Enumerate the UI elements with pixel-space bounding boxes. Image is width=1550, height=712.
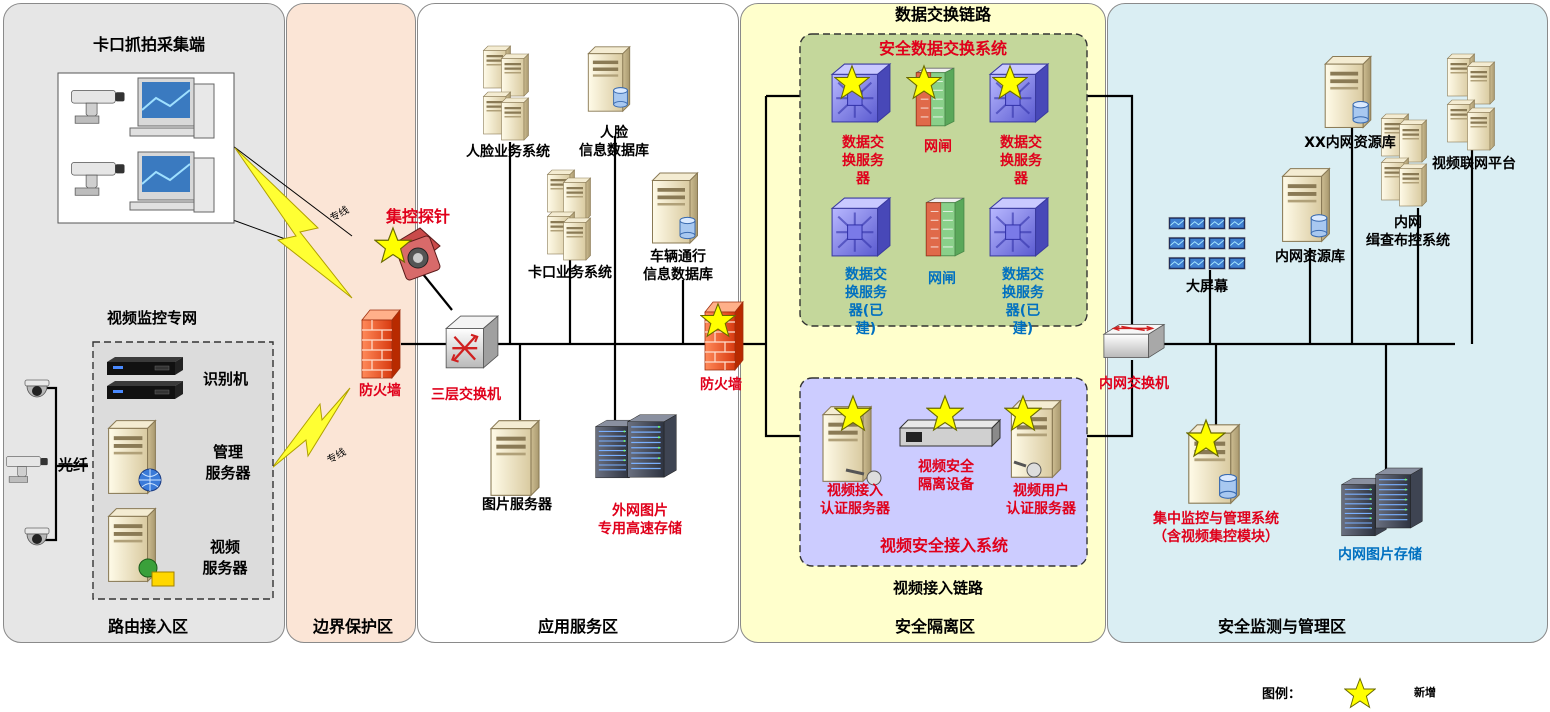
face-db-server-icon — [588, 47, 629, 111]
video-server-label: 视频服务器 — [202, 538, 248, 577]
probe-label: 集控探针 — [385, 207, 451, 226]
management-server-label: 管理服务器 — [205, 443, 251, 482]
intranet-storage-label: 内网图片存储 — [1338, 547, 1422, 563]
exchange-server-old-1-icon — [831, 197, 891, 257]
app-firewall-icon — [704, 301, 744, 371]
checkpoint-service-server-icon — [547, 169, 591, 261]
big-screen-label: 大屏幕 — [1186, 279, 1228, 295]
control-system-server-icon — [1381, 113, 1427, 207]
gatekeeper-old-label: 网闸 — [928, 271, 956, 287]
video-user-auth-server-icon — [1010, 400, 1062, 478]
zone-label-isolation: 安全隔离区 — [894, 617, 976, 636]
ext-storage-rack-icon — [594, 414, 677, 479]
l3-switch-label: 三层交换机 — [431, 387, 501, 403]
image-server-icon — [490, 419, 540, 497]
secure-exchange-title: 安全数据交换系统 — [878, 39, 1008, 58]
bullet-camera — [5, 456, 49, 483]
recognizer-label: 识别机 — [203, 370, 249, 388]
intranet-storage-rack-icon — [1340, 467, 1423, 537]
intranet-switch-icon — [1103, 323, 1165, 359]
exchange-server-old-2-label: 数据交换服务器(已建) — [1002, 267, 1044, 337]
boundary-firewall-label: 防火墙 — [359, 383, 401, 399]
intranet-resource-server-icon — [1283, 169, 1330, 242]
probe-device-icon — [395, 227, 441, 281]
l3-switch-icon — [445, 314, 500, 369]
exchange-server-new-1-label: 数据交换服务器 — [842, 135, 884, 187]
app-firewall-label: 防火墙 — [700, 377, 742, 393]
zone-label-monitor: 安全监测与管理区 — [1217, 617, 1347, 636]
image-server-label: 图片服务器 — [482, 497, 552, 513]
video-access-auth-label: 视频接入认证服务器 — [820, 483, 890, 517]
checkpoint-service-label: 卡口业务系统 — [528, 265, 612, 281]
exchange-server-old-2-icon — [989, 197, 1049, 257]
zone-label-boundary: 边界保护区 — [312, 617, 394, 636]
vehicle-db-label: 车辆通行信息数据库 — [643, 249, 713, 283]
dome-camera-top — [24, 379, 50, 398]
big-screen-wall-icon — [1168, 216, 1246, 270]
face-db-label: 人脸信息数据库 — [579, 125, 649, 159]
legend-label: 图例： — [1262, 687, 1302, 702]
gatekeeper-old-icon — [925, 197, 965, 257]
boundary-firewall-icon — [361, 309, 401, 379]
dome-camera-bottom — [24, 527, 50, 546]
exchange-server-new-2-label: 数据交换服务器 — [1000, 135, 1042, 187]
control-system-label: 内网缉查布控系统 — [1366, 215, 1450, 249]
vehicle-db-server-icon — [653, 173, 698, 243]
recognizer-nvr-1 — [106, 356, 184, 376]
gatekeeper-new-label: 网闸 — [924, 139, 952, 155]
video-link-title: 视频接入链路 — [892, 579, 984, 597]
zone-label-app: 应用服务区 — [537, 617, 619, 636]
intranet-resource-label: 内网资源库 — [1275, 249, 1345, 265]
video-access-auth-server-icon — [822, 405, 882, 486]
video-access-system-title: 视频安全接入系统 — [879, 536, 1009, 555]
capture-camera-1 — [71, 77, 215, 139]
xx-intranet-resource-server-icon — [1325, 57, 1371, 128]
capture-camera-2 — [71, 151, 215, 213]
fiber-label: 光纤 — [58, 456, 89, 474]
video-platform-server-icon — [1447, 53, 1495, 151]
dedicated-line-bolt-top — [234, 147, 353, 299]
video-isolation-label: 视频安全隔离设备 — [918, 459, 974, 493]
dedicated-line-bolt-bottom — [271, 387, 351, 469]
central-monitor-label: 集中监控与管理系统（含视频集控模块） — [1153, 511, 1279, 545]
zone-label-routing: 路由接入区 — [107, 617, 189, 636]
capture-terminal-title: 卡口抓拍采集端 — [92, 35, 206, 54]
video-user-auth-label: 视频用户认证服务器 — [1006, 483, 1076, 517]
exchange-server-old-1-label: 数据交换服务器(已建) — [845, 267, 887, 337]
recognizer-nvr-2 — [106, 380, 184, 400]
face-service-label: 人脸业务系统 — [466, 144, 550, 160]
legend-new-label: 新增 — [1414, 686, 1436, 699]
video-platform-label: 视频联网平台 — [1432, 156, 1516, 172]
data-link-title: 数据交换链路 — [894, 5, 992, 24]
face-service-server-icon — [483, 45, 529, 141]
video-net-title: 视频监控专网 — [106, 309, 198, 327]
legend-star-icon — [1344, 678, 1376, 708]
ext-storage-label: 外网图片专用高速存储 — [598, 503, 682, 537]
intranet-switch-label: 内网交换机 — [1099, 376, 1169, 392]
xx-intranet-resource-label: XX内网资源库 — [1304, 135, 1396, 151]
